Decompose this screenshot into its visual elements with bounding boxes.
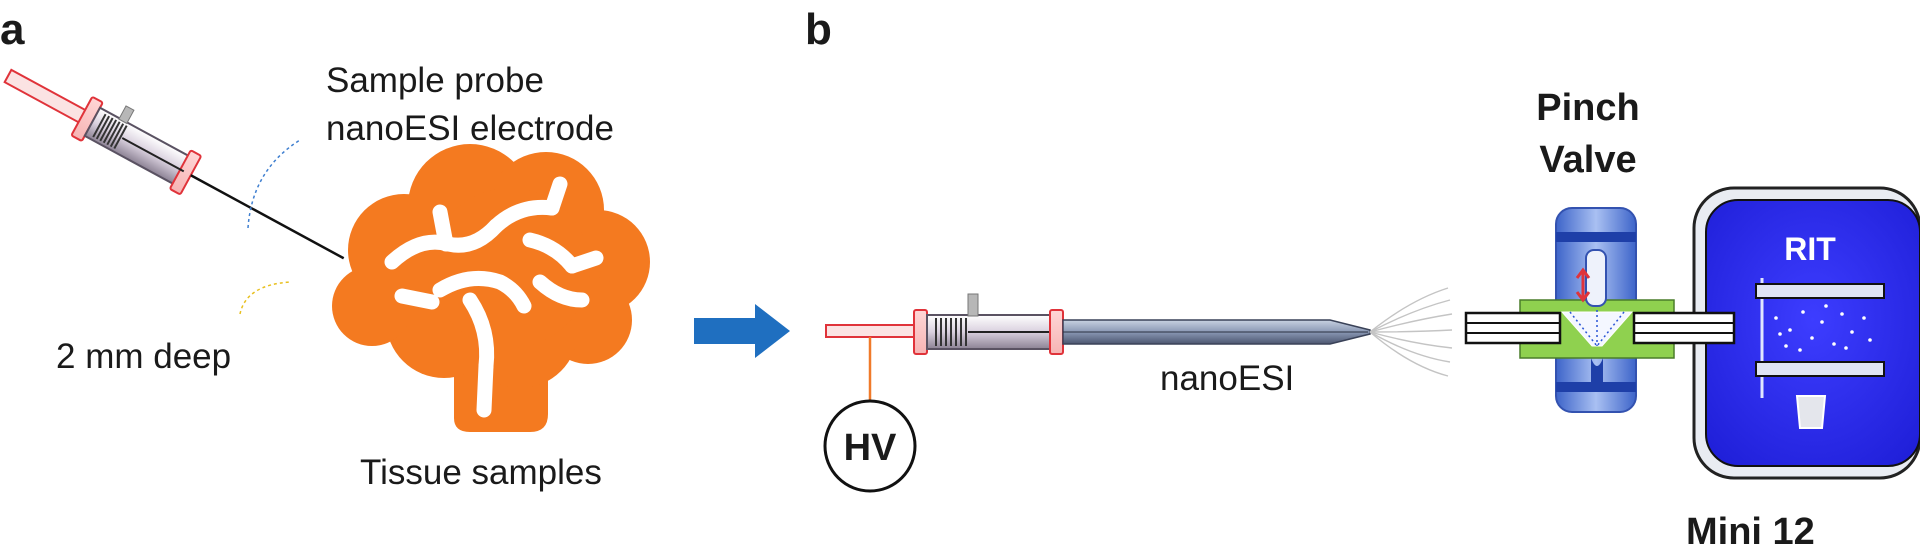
side-port-b: [967, 293, 979, 317]
valve-restriction: [1591, 358, 1603, 382]
spring-coil: [92, 113, 128, 149]
pinch-valve-label-line1: Pinch: [1536, 87, 1639, 129]
plunger-rod-b: [825, 324, 917, 338]
detector-icon: [1795, 395, 1827, 429]
depth-label: 2 mm deep: [56, 337, 231, 376]
valve-band-top: [1556, 232, 1636, 242]
probe-leader-line: [247, 139, 301, 229]
rit-label: RIT: [1784, 231, 1836, 267]
pinch-valve-label-line2: Valve: [1539, 139, 1636, 181]
sample-probe-syringe: [3, 68, 345, 260]
movement-arrow: [1575, 267, 1591, 303]
panel-b-letter: b: [805, 5, 832, 54]
mini12-label: Mini 12: [1686, 511, 1815, 548]
syringe-cap-b: [1049, 309, 1064, 355]
mini12-instrument: RIT: [1692, 186, 1920, 480]
inlet-tube-right: [1632, 311, 1736, 345]
pinch-valve: [1519, 207, 1675, 413]
probe-label-line2: nanoESI electrode: [326, 109, 614, 148]
probe-label-line1: Sample probe: [326, 61, 544, 100]
inlet-tube-left: [1464, 311, 1562, 345]
plunger-rod: [3, 68, 89, 125]
transition-arrow: [694, 304, 790, 358]
spray-plume: [1369, 287, 1453, 377]
rit-top-electrode: [1755, 283, 1885, 299]
hv-supply-circle: [823, 399, 917, 493]
trapped-ions: [1774, 304, 1872, 352]
side-port: [118, 105, 135, 125]
brain-icon: [332, 144, 650, 432]
spring-coil-b: [935, 318, 967, 346]
valve-band-bottom: [1556, 382, 1636, 392]
nanoesi-label: nanoESI: [1160, 359, 1294, 398]
rit-bottom-electrode: [1755, 361, 1885, 377]
brain-folds: [384, 176, 604, 418]
depth-leader-line: [239, 281, 291, 315]
inner-wire: [121, 137, 185, 173]
valve-funnel: [1560, 311, 1634, 347]
plunger-flange-b: [913, 309, 928, 355]
hv-label: HV: [844, 427, 897, 469]
probe-needle: [190, 174, 345, 260]
tissue-label: Tissue samples: [360, 453, 602, 492]
valve-plunger: [1585, 249, 1607, 307]
nanoesi-syringe: [825, 293, 1371, 355]
panel-a-letter: a: [0, 5, 25, 54]
